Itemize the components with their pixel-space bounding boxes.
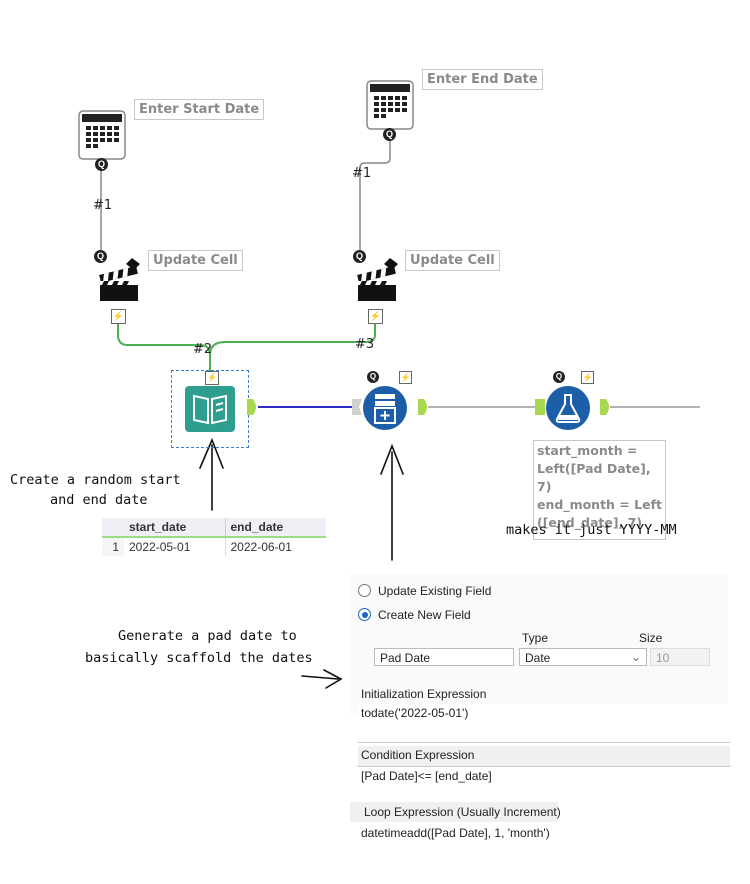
- row-number: 1: [102, 537, 124, 556]
- text-input-tool-selection[interactable]: ⚡: [171, 370, 249, 448]
- radio-button[interactable]: [358, 584, 371, 597]
- lightning-icon: ⚡: [581, 371, 594, 384]
- flask-icon: [546, 386, 590, 430]
- table-cell[interactable]: 2022-05-01: [124, 537, 226, 556]
- chevron-down-icon: ⌄: [630, 650, 641, 664]
- question-badge: Q: [553, 371, 565, 383]
- clapperboard-icon: [357, 258, 398, 301]
- formula-line: end_month = Left: [537, 497, 662, 512]
- pad-date-note: Generate a pad date to: [118, 628, 297, 644]
- cond-expression-value: [Pad Date]<= [end_date]: [361, 769, 492, 783]
- connection-label: #3: [355, 337, 375, 352]
- size-label: Size: [639, 631, 663, 645]
- lightning-icon: ⚡: [368, 309, 383, 324]
- field-name-input[interactable]: Pad Date: [374, 648, 514, 666]
- update-existing-option[interactable]: Update Existing Field: [358, 584, 491, 598]
- results-table: start_date end_date 1 2022-05-01 2022-06…: [102, 518, 326, 556]
- question-badge: Q: [94, 250, 107, 263]
- end-date-tool[interactable]: [366, 80, 414, 137]
- cond-expression-header: [358, 746, 730, 766]
- init-expression-value: todate('2022-05-01'): [361, 706, 469, 720]
- arrow-to-config-panel: [301, 669, 343, 689]
- create-new-label: Create New Field: [378, 608, 471, 622]
- book-icon: [185, 386, 235, 432]
- create-new-option[interactable]: Create New Field: [358, 608, 471, 622]
- update-existing-label: Update Existing Field: [378, 584, 492, 598]
- column-header[interactable]: start_date: [124, 518, 226, 537]
- output-anchor[interactable]: [247, 399, 259, 415]
- field-options-section: [350, 574, 728, 714]
- input-anchor[interactable]: [535, 399, 545, 415]
- table-cell[interactable]: 2022-06-01: [230, 540, 292, 554]
- loop-expression-label: Loop Expression (Usually Increment): [364, 805, 561, 819]
- connector-update2-to-input: [209, 322, 376, 356]
- formula-tool[interactable]: [545, 385, 591, 436]
- update-cell-tool-2[interactable]: [354, 254, 404, 309]
- table-row: 1 2022-05-01 2022-06-01: [102, 537, 326, 556]
- table-header: start_date end_date: [102, 518, 326, 537]
- loop-expression-value[interactable]: datetimeadd([Pad Date], 1, 'month'): [361, 826, 550, 840]
- generate-rows-icon: [363, 386, 407, 430]
- generate-rows-config-panel: Update Existing Field Create New Field T…: [350, 574, 730, 848]
- lightning-icon: ⚡: [205, 371, 219, 385]
- row-num-header: [102, 518, 124, 537]
- question-badge: Q: [95, 158, 108, 171]
- type-select-value: Date: [525, 651, 551, 665]
- pad-date-note: basically scaffold the dates: [85, 650, 313, 666]
- formula-note: makes it just YYYY-MM: [506, 522, 677, 538]
- start-date-annotation: Enter Start Date: [134, 99, 265, 120]
- connection-label: #1: [352, 166, 372, 181]
- cond-expression-label: Condition Expression: [361, 748, 475, 762]
- output-anchor[interactable]: [600, 399, 612, 415]
- column-header[interactable]: end_date: [230, 520, 284, 534]
- connector-end-to-update2: [359, 140, 391, 250]
- loop-expression-header: [350, 802, 558, 822]
- formula-line: ([end_date], 7): [537, 515, 643, 530]
- generate-rows-tool[interactable]: [362, 385, 408, 436]
- update-cell-tool-1[interactable]: [96, 254, 146, 309]
- question-badge: Q: [353, 250, 366, 263]
- input-anchor[interactable]: [352, 399, 362, 415]
- arrow-to-generate-rows: [380, 443, 404, 561]
- connection-label: #1: [93, 198, 113, 213]
- clapperboard-icon: [99, 258, 140, 301]
- init-expression-label: Initialization Expression: [361, 687, 487, 701]
- calendar-icon: [78, 110, 126, 160]
- end-date-annotation: Enter End Date: [422, 69, 543, 90]
- radio-button[interactable]: [358, 608, 371, 621]
- random-date-note: and end date: [50, 492, 148, 508]
- formula-line: Left([Pad Date], 7): [537, 461, 651, 494]
- question-badge: Q: [367, 371, 379, 383]
- cond-expression-editor[interactable]: [Pad Date]<= [end_date]: [358, 766, 730, 789]
- formula-annotation: start_month = Left([Pad Date], 7) end_mo…: [533, 440, 666, 540]
- lightning-icon: ⚡: [111, 309, 126, 324]
- type-select[interactable]: Date ⌄: [519, 648, 647, 666]
- type-label: Type: [522, 631, 549, 645]
- formula-line: start_month =: [537, 443, 638, 458]
- init-expression-editor[interactable]: todate('2022-05-01'): [358, 704, 730, 743]
- connection-label: #2: [193, 342, 213, 357]
- lightning-icon: ⚡: [399, 371, 412, 384]
- calendar-icon: [366, 80, 414, 130]
- update-cell-annotation-2: Update Cell: [405, 250, 500, 271]
- update-cell-annotation-1: Update Cell: [148, 250, 243, 271]
- arrow-to-text-input: [199, 437, 224, 511]
- size-input[interactable]: 10: [650, 648, 710, 666]
- start-date-tool[interactable]: [78, 110, 126, 167]
- output-anchor[interactable]: [418, 399, 430, 415]
- random-date-note: Create a random start: [10, 472, 181, 488]
- question-badge: Q: [383, 128, 396, 141]
